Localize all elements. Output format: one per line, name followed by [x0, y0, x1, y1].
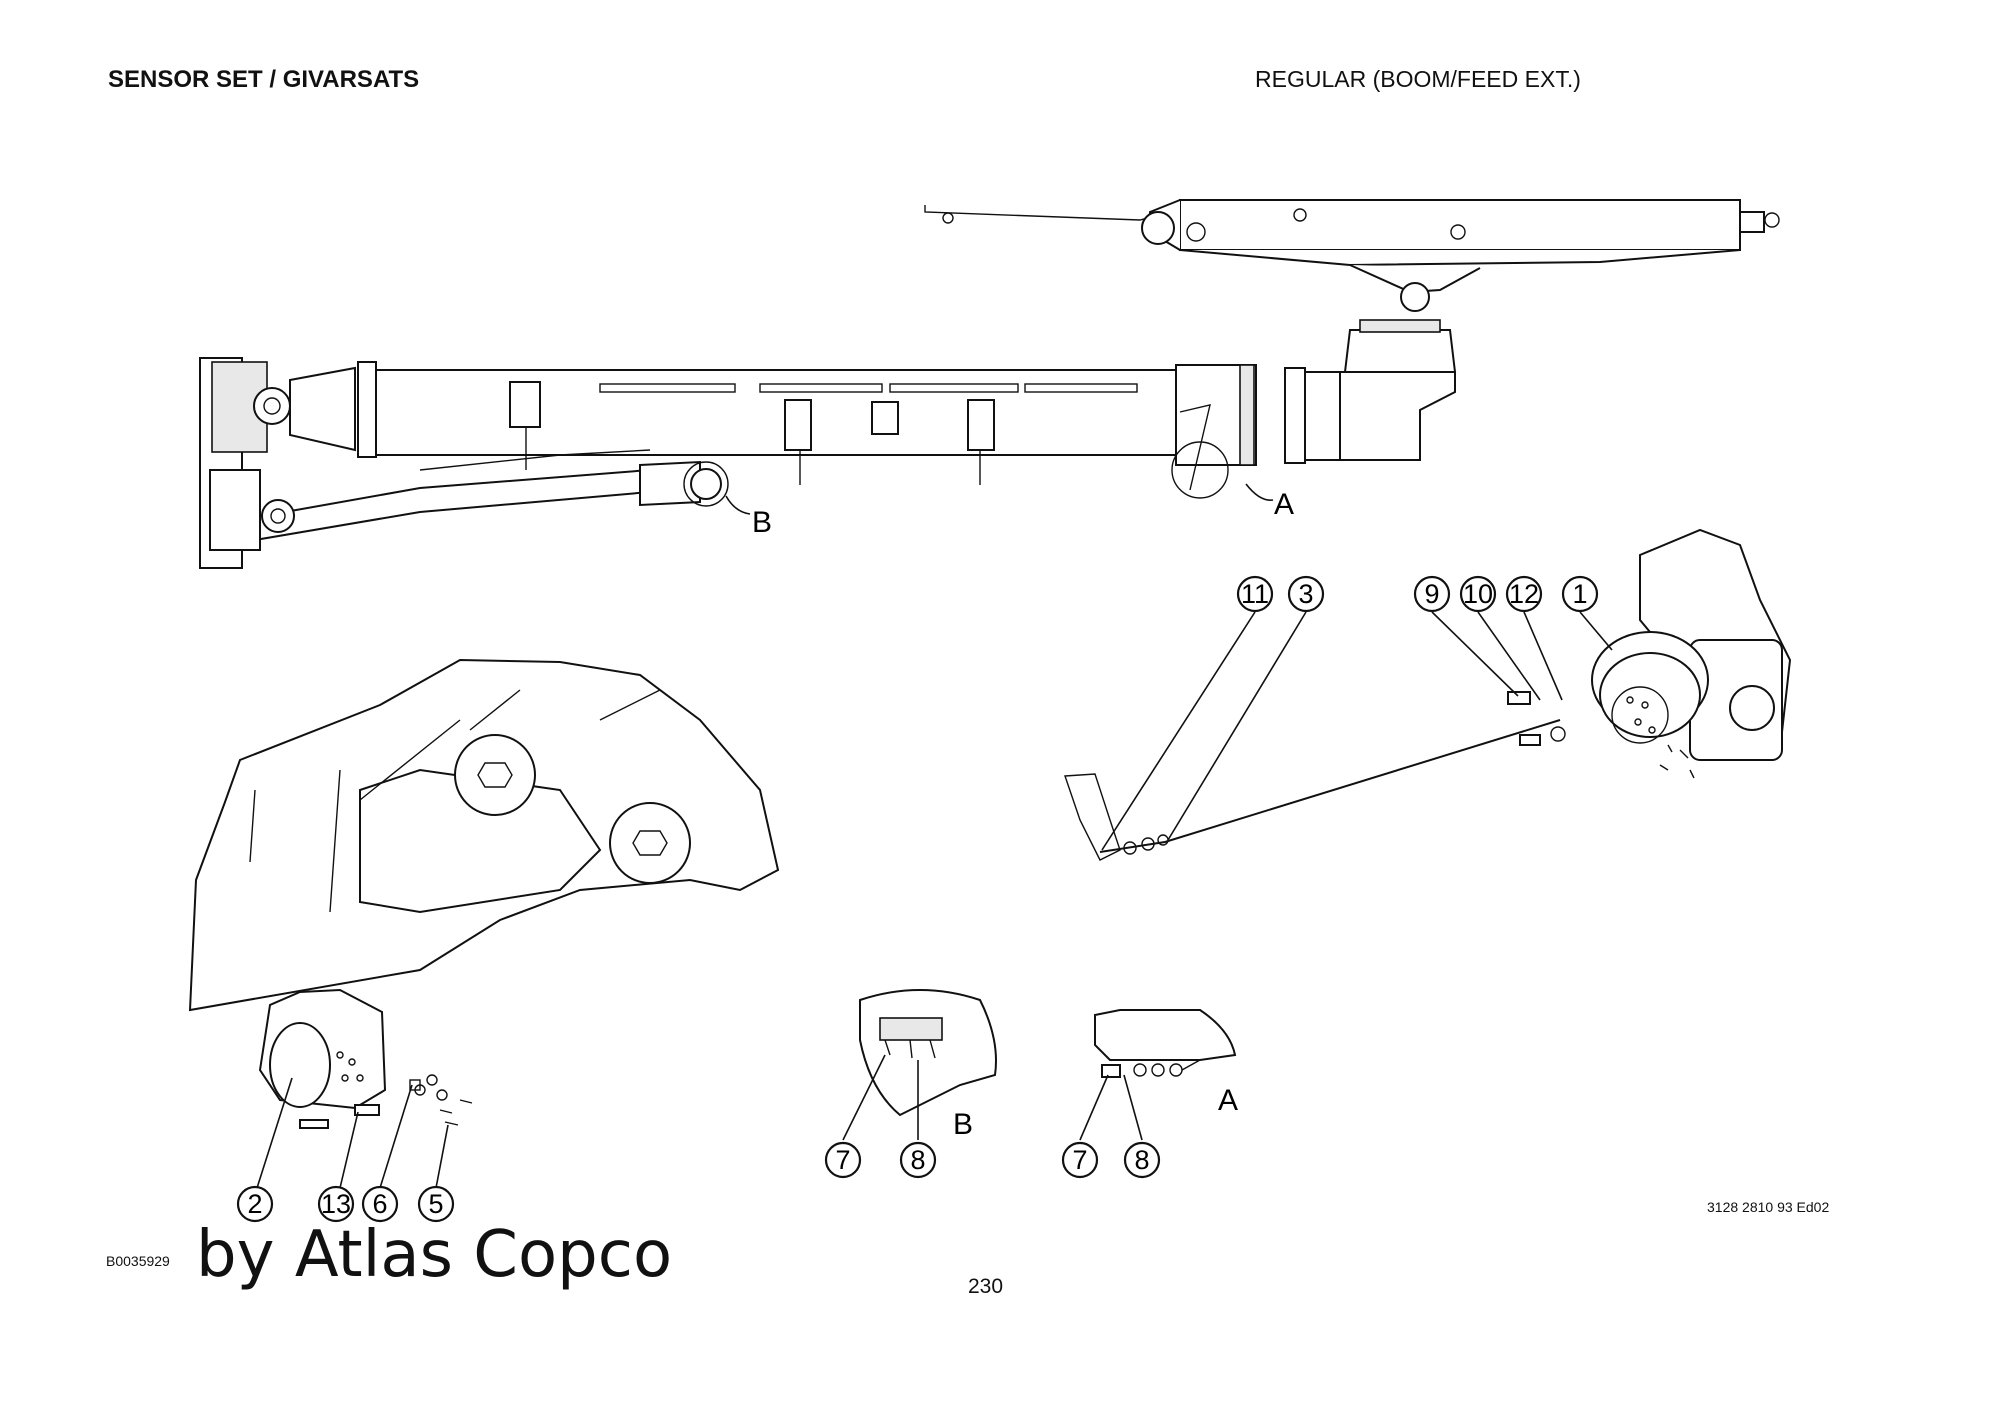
svg-text:7: 7: [1072, 1145, 1087, 1175]
page-number: 230: [968, 1275, 1004, 1298]
balloon-2: 2: [236, 1185, 274, 1223]
balloon-10: 10: [1459, 575, 1497, 613]
svg-text:5: 5: [428, 1189, 443, 1219]
image-id: B0035929: [106, 1253, 170, 1269]
boom-assembly: [199, 319, 1457, 569]
detail-a-view: [1094, 1009, 1237, 1078]
balloon-8-detail-b: 8: [899, 1141, 937, 1179]
balloon-6: 6: [361, 1185, 399, 1223]
detail-b-view: [859, 989, 997, 1117]
balloon-8-detail-a: 8: [1123, 1141, 1161, 1179]
svg-text:8: 8: [910, 1145, 925, 1175]
page-title: SENSOR SET / GIVARSATS: [108, 66, 420, 93]
document-number: 3128 2810 93 Ed02: [1707, 1199, 1830, 1215]
svg-text:10: 10: [1463, 579, 1493, 609]
svg-text:6: 6: [372, 1189, 387, 1219]
svg-text:12: 12: [1509, 579, 1539, 609]
balloon-9: 9: [1413, 575, 1451, 613]
detail-a-label: A: [1218, 1084, 1238, 1117]
balloon-1: 1: [1561, 575, 1599, 613]
balloon-13: 13: [317, 1185, 355, 1223]
brand-watermark: by Atlas Copco: [196, 1218, 673, 1292]
svg-text:2: 2: [247, 1189, 262, 1219]
svg-text:8: 8: [1134, 1145, 1149, 1175]
detail-b-label: B: [953, 1108, 973, 1141]
svg-text:3: 3: [1298, 579, 1313, 609]
balloon-11: 11: [1236, 575, 1274, 613]
svg-text:9: 9: [1424, 579, 1439, 609]
pivot-closeup: [188, 658, 780, 1129]
detail-b-callout: B: [752, 506, 772, 539]
svg-text:11: 11: [1241, 579, 1269, 609]
svg-text:7: 7: [835, 1145, 850, 1175]
feed-beam: [924, 199, 1780, 312]
svg-text:1: 1: [1572, 579, 1587, 609]
balloon-12: 12: [1505, 575, 1543, 613]
balloon-7-detail-a: 7: [1061, 1141, 1099, 1179]
variant-label: REGULAR (BOOM/FEED EXT.): [1255, 66, 1581, 92]
svg-text:13: 13: [321, 1189, 351, 1219]
balloon-3: 3: [1287, 575, 1325, 613]
sensor-assembly-exploded: [1064, 528, 1792, 861]
detail-a-callout: A: [1274, 488, 1294, 521]
balloon-7-detail-b: 7: [824, 1141, 862, 1179]
balloon-5: 5: [417, 1185, 455, 1223]
